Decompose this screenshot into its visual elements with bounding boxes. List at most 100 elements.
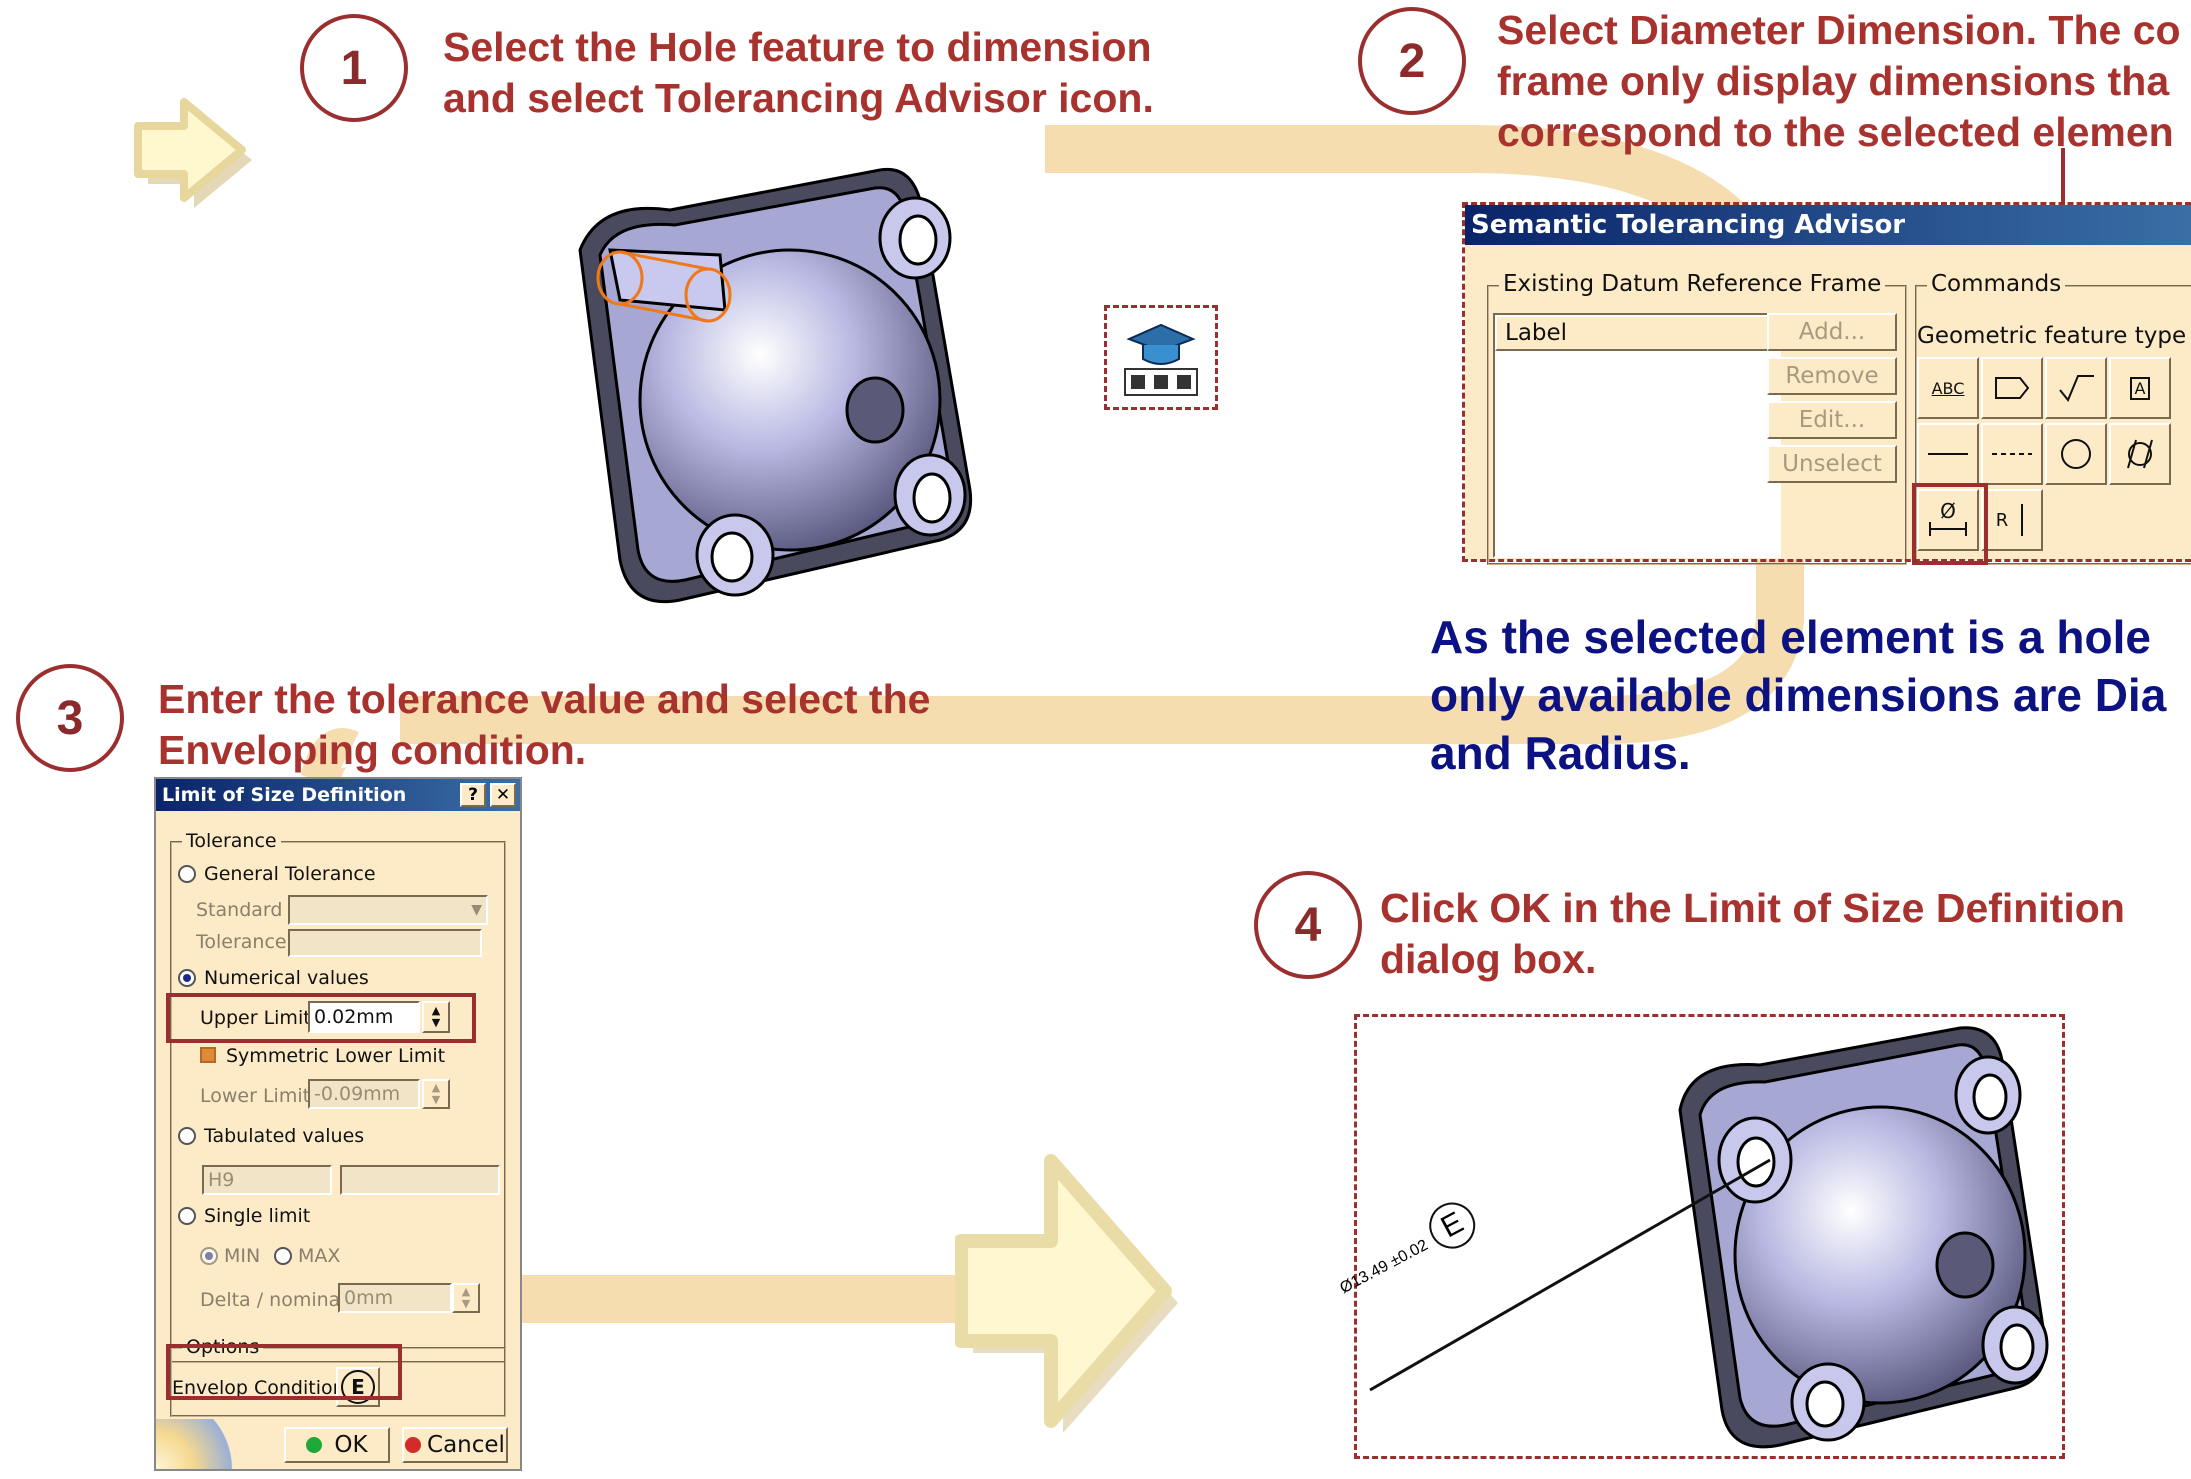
tabulated-class-field[interactable]: H9 [202, 1165, 332, 1195]
step-4-badge: 4 [1254, 871, 1362, 979]
ok-icon [306, 1437, 323, 1453]
text-with-leader-icon[interactable]: ABC [1917, 357, 1979, 419]
step-3-line-2: Enveloping condition. [158, 727, 587, 773]
step-3-text: Enter the tolerance value and select the… [158, 674, 930, 776]
ok-button[interactable]: OK [284, 1427, 390, 1463]
label-column-header[interactable]: Label [1495, 315, 1779, 351]
ok-label: OK [334, 1432, 368, 1458]
commands-group: Commands [1915, 271, 2191, 565]
hole-explanation-note: As the selected element is a hole only a… [1430, 608, 2166, 782]
delta-nominal-input[interactable]: 0mm [338, 1283, 452, 1313]
datum-label-list[interactable]: Label [1493, 313, 1781, 558]
close-icon[interactable]: ✕ [490, 783, 516, 807]
forward-arrow-icon [134, 98, 252, 208]
tolerance-group-title: Tolerance [182, 830, 281, 852]
note-line-1: As the selected element is a hole [1430, 611, 2151, 663]
advisor-title: Semantic Tolerancing Advisor [1471, 210, 1906, 240]
lower-limit-label: Lower Limit : [200, 1085, 323, 1107]
tolerancing-advisor-icon-frame [1104, 305, 1218, 410]
help-button[interactable]: ? [460, 783, 486, 807]
roundness-icon[interactable] [2045, 423, 2107, 485]
envelop-condition-button[interactable]: E [336, 1367, 380, 1407]
commands-group-title: Commands [1927, 271, 2066, 297]
general-tolerance-label: General Tolerance [204, 863, 376, 885]
radius-dimension-icon[interactable]: R [1981, 489, 2043, 551]
lower-limit-spinner[interactable]: ▲▼ [422, 1079, 450, 1109]
note-line-3: and Radius. [1430, 727, 1691, 779]
advisor-dialog-frame [1462, 202, 2191, 562]
step-1-line-1: Select the Hole feature to dimension [443, 24, 1152, 70]
step-4-line-1: Click OK in the Limit of Size Definition [1380, 885, 2125, 931]
dimensioned-part-model [1678, 1026, 2049, 1449]
numerical-values-radio[interactable] [178, 969, 196, 987]
limit-dialog-titlebar: Limit of Size Definition ? ✕ [156, 779, 520, 811]
advisor-titlebar: Semantic Tolerancing Advisor [1465, 205, 2191, 245]
max-radio[interactable] [274, 1247, 292, 1265]
lower-limit-input[interactable]: -0.09mm [308, 1079, 420, 1109]
roughness-icon[interactable] [2045, 357, 2107, 419]
tolerancing-advisor-icon[interactable] [1115, 315, 1207, 401]
tolerance-label: Tolerance : [196, 931, 300, 953]
step-1-line-2: and select Tolerancing Advisor icon. [443, 75, 1154, 121]
cylindricity-icon[interactable] [2109, 423, 2171, 485]
step-3-badge: 3 [16, 664, 124, 772]
flow-band-bottom [520, 1275, 990, 1323]
limit-of-size-definition-dialog: Limit of Size Definition ? ✕ Tolerance G… [154, 777, 522, 1471]
tolerance-group: Tolerance [170, 830, 506, 1363]
cancel-label: Cancel [427, 1432, 505, 1458]
limit-dialog-title: Limit of Size Definition [162, 784, 407, 806]
delta-nominal-label: Delta / nominal : [200, 1289, 359, 1311]
diameter-dimension-icon[interactable]: Ø [1917, 489, 1979, 551]
label-header-text: Label [1505, 320, 1568, 346]
existing-datum-group: Existing Datum Reference Frame [1487, 271, 1907, 565]
cancel-icon [405, 1437, 422, 1453]
step-2-line-3: correspond to the selected elemen [1497, 109, 2174, 155]
dialog-corner-graphic [156, 1419, 236, 1469]
step-2-line-1: Select Diameter Dimension. The co [1497, 7, 2181, 53]
upper-limit-label: Upper Limit : [200, 1007, 324, 1029]
diameter-glyph: Ø [1940, 499, 1956, 523]
add-button[interactable]: Add... [1767, 313, 1897, 351]
envelop-condition-label: Envelop Condition : [172, 1377, 358, 1399]
min-radio[interactable] [200, 1247, 218, 1265]
tabulated-values-radio[interactable] [178, 1127, 196, 1145]
part-model-with-hole[interactable] [560, 160, 990, 620]
dashed-line-icon[interactable] [1981, 423, 2043, 485]
upper-limit-input[interactable]: 0.02mm [308, 1001, 420, 1033]
numerical-values-label: Numerical values [204, 967, 369, 989]
datum-feature-icon[interactable]: A [2109, 357, 2171, 419]
diameter-dimension-highlight [1912, 483, 1988, 565]
remove-button[interactable]: Remove [1767, 357, 1897, 395]
delta-nominal-spinner[interactable]: ▲▼ [452, 1283, 480, 1313]
unselect-button[interactable]: Unselect [1767, 445, 1897, 483]
geometric-feature-type-label: Geometric feature type [1917, 323, 2187, 349]
standard-select[interactable]: ▼ [288, 895, 488, 925]
step-1-text: Select the Hole feature to dimension and… [443, 22, 1154, 124]
edit-button[interactable]: Edit... [1767, 401, 1897, 439]
step-2-line-2: frame only display dimensions tha [1497, 58, 2170, 104]
envelop-symbol-icon: E [341, 1370, 375, 1404]
delta-nominal-value: 0mm [344, 1287, 394, 1309]
standard-label: Standard : [196, 899, 295, 921]
text-icon-glyph: ABC [1931, 378, 1965, 398]
flag-note-icon[interactable] [1981, 357, 2043, 419]
step-4-text: Click OK in the Limit of Size Definition… [1380, 883, 2125, 985]
cancel-button[interactable]: Cancel [402, 1427, 508, 1463]
chevron-down-icon: ▼ [471, 902, 482, 918]
semantic-tolerancing-advisor-dialog: Semantic Tolerancing Advisor Existing Da… [1465, 205, 2191, 565]
dimension-leader-line [1369, 1158, 1771, 1392]
tolerance-field[interactable] [288, 929, 482, 957]
upper-limit-spinner[interactable]: ▲▼ [422, 1001, 450, 1033]
datum-glyph: A [2129, 376, 2151, 400]
step-2-badge: 2 [1358, 7, 1466, 115]
symmetric-lower-limit-checkbox[interactable] [200, 1047, 216, 1063]
step-3-line-1: Enter the tolerance value and select the [158, 676, 931, 722]
lower-limit-value: -0.09mm [314, 1083, 401, 1105]
general-tolerance-radio[interactable] [178, 865, 196, 883]
note-line-2: only available dimensions are Dia [1430, 669, 2167, 721]
upper-limit-value: 0.02mm [314, 1006, 394, 1028]
radius-glyph: R [1995, 509, 2009, 531]
min-label: MIN [224, 1245, 261, 1267]
tabulated-value-field[interactable] [340, 1165, 500, 1195]
single-limit-radio[interactable] [178, 1207, 196, 1225]
